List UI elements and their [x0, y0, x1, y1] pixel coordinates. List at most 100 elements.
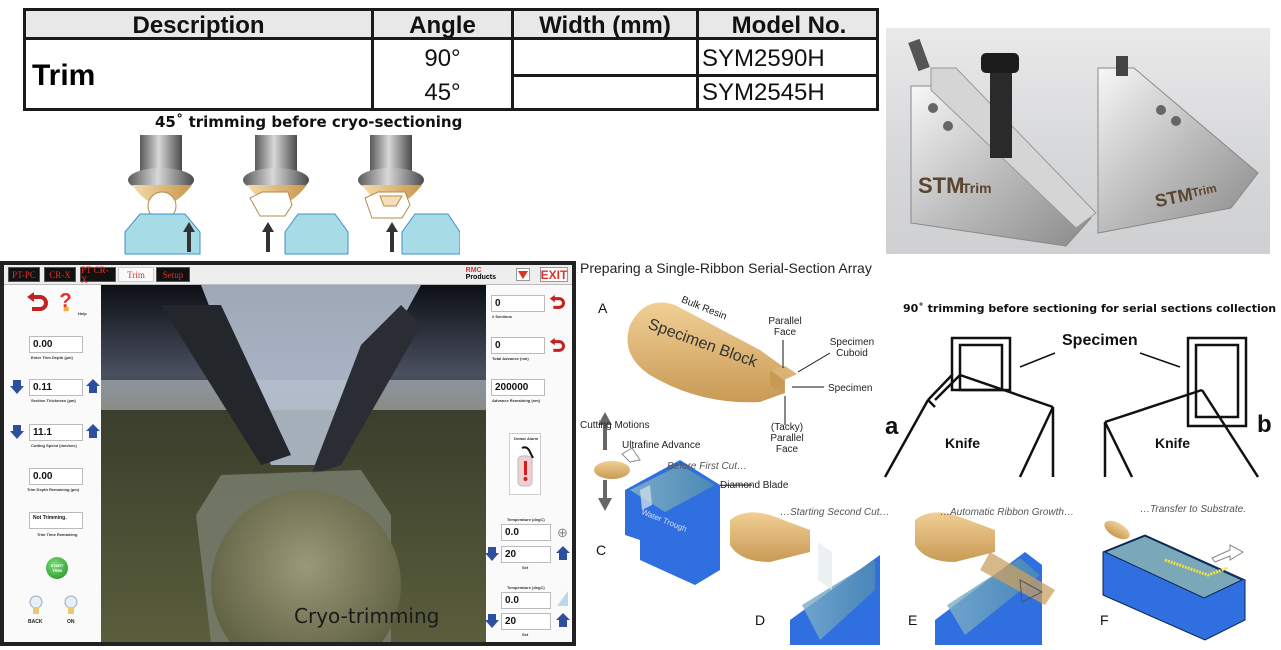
temp2-label: Temperature (degC)	[507, 585, 545, 590]
photo-logo-left: STM	[918, 173, 964, 198]
sections-label: # Sections	[492, 314, 513, 319]
knife-label-b: Knife	[1155, 435, 1190, 451]
dewar-alarm-label: Dewar Alarm	[514, 436, 539, 441]
down-triangle-icon	[518, 270, 528, 279]
svg-text:Trim: Trim	[962, 180, 992, 196]
temp2-set-input[interactable]: 20	[501, 613, 551, 630]
reset-advance-icon[interactable]	[549, 338, 565, 354]
temp1-set-input[interactable]: 20	[501, 546, 551, 563]
tab-bar: PT-PC CR-X PT CR-X Trim Setup RMC Produc…	[4, 265, 572, 285]
increase-arrow-icon[interactable]	[86, 379, 100, 393]
knife-label-a: Knife	[945, 435, 980, 451]
increase-arrow-icon[interactable]	[556, 546, 570, 560]
panel-label-e: E	[908, 612, 918, 628]
tab-pt-cr-x[interactable]: PT CR-X	[80, 265, 116, 285]
table-divider	[696, 11, 699, 108]
on-bulb-icon[interactable]	[64, 595, 78, 617]
total-advance-field: 0	[491, 337, 545, 354]
specimen-holder-1	[124, 135, 201, 255]
tab-cr-x[interactable]: CR-X	[44, 267, 76, 282]
tab-trim[interactable]: Trim	[118, 267, 154, 282]
temp1-set-label: Set	[522, 565, 529, 570]
table-divider	[511, 11, 514, 108]
section-thickness-label: Section Thickness (µm)	[31, 398, 76, 403]
exit-button[interactable]: EXIT	[540, 267, 568, 282]
cryo-trimming-caption: Cryo-trimming	[294, 604, 440, 628]
panel-label-d: D	[755, 612, 766, 628]
restore-icon[interactable]	[26, 292, 48, 314]
water-trough-c	[594, 412, 720, 585]
diamond-blade-label: Diamond Blade	[720, 480, 789, 491]
trim45-diagram	[124, 135, 460, 255]
temp2-set-label: Set	[522, 632, 529, 637]
table-divider	[514, 74, 696, 77]
tab-setup[interactable]: Setup	[156, 267, 190, 282]
help-label: Help	[78, 311, 87, 316]
on-label: ON	[67, 619, 75, 625]
label-a: a	[885, 413, 899, 440]
ultrafine-advance-label: Ultrafine Advance	[622, 440, 701, 451]
trim-depth-label: Enter Trim Depth (µm)	[31, 355, 73, 360]
rmc-logo: RMC Products	[465, 267, 496, 281]
decrease-arrow-icon[interactable]	[485, 547, 499, 561]
specimen-block	[627, 302, 797, 403]
advance-remaining-field: 200000	[491, 379, 545, 396]
trim-time-label: Trim Time Remaining	[37, 532, 78, 537]
table-divider	[699, 74, 879, 77]
specimen-cuboid-label: Specimen Cuboid	[829, 337, 875, 359]
trim-remaining-label: Trim Depth Remaining (µm)	[27, 487, 80, 492]
model-cell: SYM2545H	[702, 78, 825, 106]
advance-remaining-label: Advance Remaining (nm)	[492, 398, 541, 403]
before-first-cut-label: Before First Cut…	[667, 461, 748, 472]
decrease-arrow-icon[interactable]	[485, 614, 499, 628]
total-advance-label: Total Advance (nm)	[492, 356, 529, 361]
camera-image	[101, 285, 486, 642]
specimen-callout: Specimen	[1062, 332, 1138, 349]
back-bulb-icon[interactable]	[29, 595, 43, 617]
dewar-alarm-icon	[517, 446, 534, 487]
camera-view: Cryo-trimming	[101, 285, 486, 642]
specimen-holder-2	[243, 135, 349, 255]
header-width: Width (mm)	[539, 11, 671, 39]
help-icon[interactable]: ?	[56, 290, 78, 312]
tab-pt-pc[interactable]: PT-PC	[8, 267, 40, 282]
section-stage-e	[915, 512, 1055, 645]
trim90-diagram	[883, 336, 1260, 478]
serial-section-title: Preparing a Single-Ribbon Serial-Section…	[580, 260, 872, 276]
sections-field: 0	[491, 295, 545, 312]
description-cell: Trim	[32, 58, 96, 92]
model-cell: SYM2590H	[702, 44, 825, 72]
serial-section-diagram	[594, 302, 1246, 645]
dewar-alarm-panel: Dewar Alarm	[509, 433, 541, 495]
transfer-label: …Transfer to Substrate.	[1140, 504, 1246, 515]
temp1-field: 0.0	[501, 524, 551, 541]
specimen-holder-3	[358, 135, 460, 255]
temp1-label: Temperature (degC)	[507, 517, 545, 522]
cutting-speed-input[interactable]: 11.1	[29, 424, 83, 441]
decrease-arrow-icon[interactable]	[10, 380, 24, 394]
knife-photo: STM Trim STM Trim	[886, 28, 1270, 254]
temp2-field: 0.0	[501, 592, 551, 609]
panel-label-c: C	[596, 542, 607, 558]
second-cut-label: …Starting Second Cut…	[780, 507, 890, 518]
stage-icon: ⊕	[557, 525, 568, 540]
cutting-speed-label: Cutting Speed (mm/sec)	[31, 443, 77, 448]
section-stage-f	[1102, 520, 1246, 641]
header-model: Model No.	[731, 11, 847, 39]
decrease-arrow-icon[interactable]	[10, 425, 24, 439]
angle-cell: 90°	[424, 44, 461, 72]
trim-depth-input[interactable]: 0.00	[29, 336, 83, 353]
increase-arrow-icon[interactable]	[86, 424, 100, 438]
svg-text:Trim: Trim	[1190, 181, 1218, 200]
product-table: Description Angle Width (mm) Model No. T…	[23, 8, 879, 111]
start-trim-button[interactable]: START TRIM	[46, 557, 68, 579]
trim45-title: 45˚ trimming before cryo-sectioning	[155, 113, 463, 131]
section-thickness-input[interactable]: 0.11	[29, 379, 83, 396]
table-divider	[371, 11, 374, 108]
reset-sections-icon[interactable]	[549, 295, 565, 311]
parallel-face-label: Parallel Face	[768, 316, 802, 338]
dropdown-button[interactable]	[516, 268, 530, 281]
increase-arrow-icon[interactable]	[556, 613, 570, 627]
angle-cell: 45°	[424, 78, 461, 106]
header-description: Description	[132, 11, 265, 39]
